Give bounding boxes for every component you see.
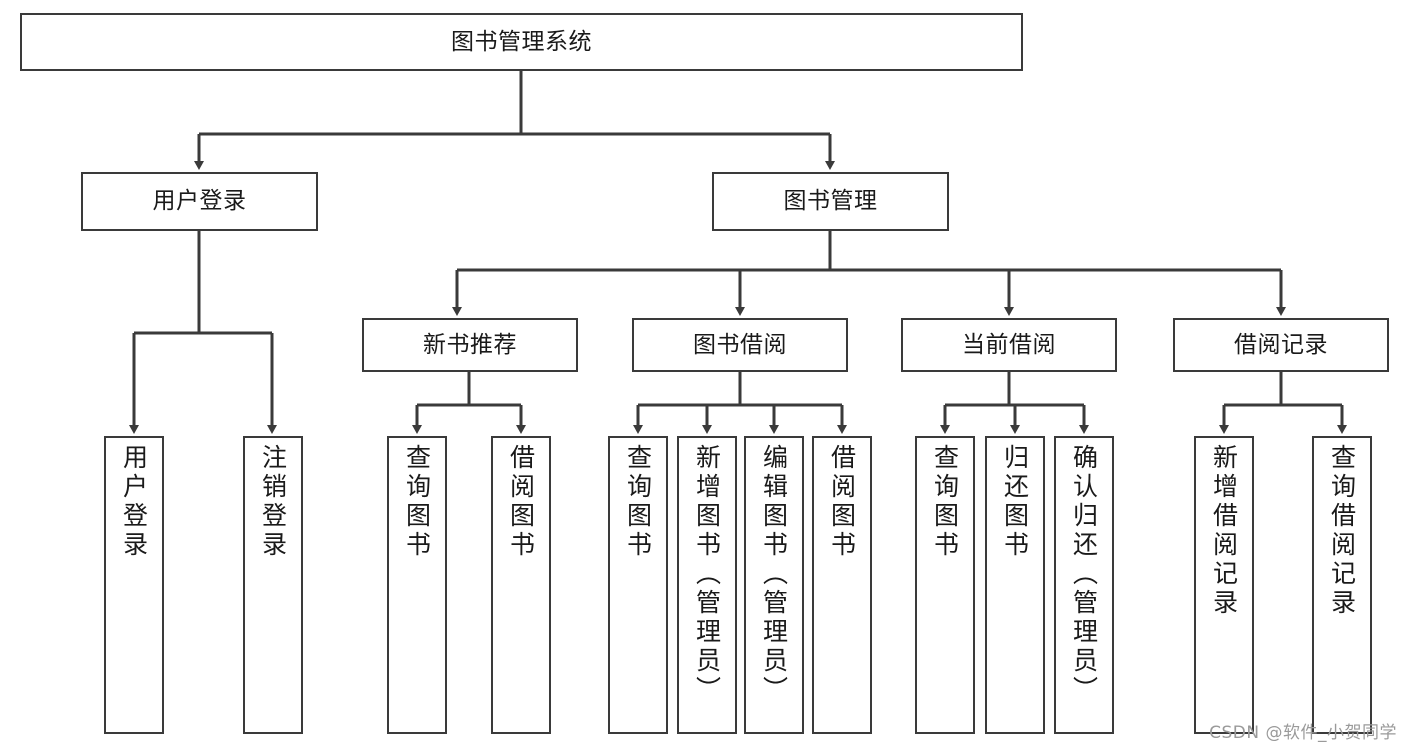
leaf-query-book-current[interactable]: 查询图书 [915, 436, 975, 734]
node-label: 借阅记录 [1234, 331, 1328, 358]
node-label: 新增借阅记录 [1209, 444, 1239, 618]
node-label: 查询图书 [930, 444, 960, 560]
node-label: 用户登录 [152, 188, 247, 215]
node-root-system[interactable]: 图书管理系统 [20, 13, 1023, 71]
node-label: 图书管理 [783, 188, 878, 215]
node-label: 确认归还（管理员） [1069, 444, 1099, 705]
node-label: 新书推荐 [423, 331, 517, 358]
leaf-add-book-admin[interactable]: 新增图书（管理员） [677, 436, 737, 734]
node-book-borrow[interactable]: 图书借阅 [632, 318, 848, 372]
node-label: 编辑图书（管理员） [759, 444, 789, 705]
leaf-add-borrow-record[interactable]: 新增借阅记录 [1194, 436, 1254, 734]
leaf-borrow-book-recommend[interactable]: 借阅图书 [491, 436, 551, 734]
node-label: 归还图书 [1000, 444, 1030, 560]
leaf-borrow-book[interactable]: 借阅图书 [812, 436, 872, 734]
node-user-login[interactable]: 用户登录 [81, 172, 318, 231]
node-label: 查询图书 [623, 444, 653, 560]
node-label: 借阅图书 [827, 444, 857, 560]
node-label: 图书管理系统 [451, 28, 592, 55]
leaf-return-book[interactable]: 归还图书 [985, 436, 1045, 734]
node-book-management[interactable]: 图书管理 [712, 172, 949, 231]
node-borrow-records[interactable]: 借阅记录 [1173, 318, 1389, 372]
node-label: 图书借阅 [693, 331, 787, 358]
leaf-query-book-recommend[interactable]: 查询图书 [387, 436, 447, 734]
node-label: 借阅图书 [506, 444, 536, 560]
leaf-logout[interactable]: 注销登录 [243, 436, 303, 734]
node-label: 查询图书 [402, 444, 432, 560]
node-new-book-recommend[interactable]: 新书推荐 [362, 318, 578, 372]
watermark: CSDN @软件_小贺同学 [1209, 723, 1397, 743]
node-label: 注销登录 [258, 444, 288, 560]
leaf-query-borrow-record[interactable]: 查询借阅记录 [1312, 436, 1372, 734]
leaf-user-login[interactable]: 用户登录 [104, 436, 164, 734]
leaf-query-book-borrow[interactable]: 查询图书 [608, 436, 668, 734]
node-label: 当前借阅 [962, 331, 1056, 358]
node-label: 查询借阅记录 [1327, 444, 1357, 618]
leaf-edit-book-admin[interactable]: 编辑图书（管理员） [744, 436, 804, 734]
node-label: 新增图书（管理员） [692, 444, 722, 705]
node-current-borrow[interactable]: 当前借阅 [901, 318, 1117, 372]
leaf-confirm-return-admin[interactable]: 确认归还（管理员） [1054, 436, 1114, 734]
node-label: 用户登录 [119, 444, 149, 560]
